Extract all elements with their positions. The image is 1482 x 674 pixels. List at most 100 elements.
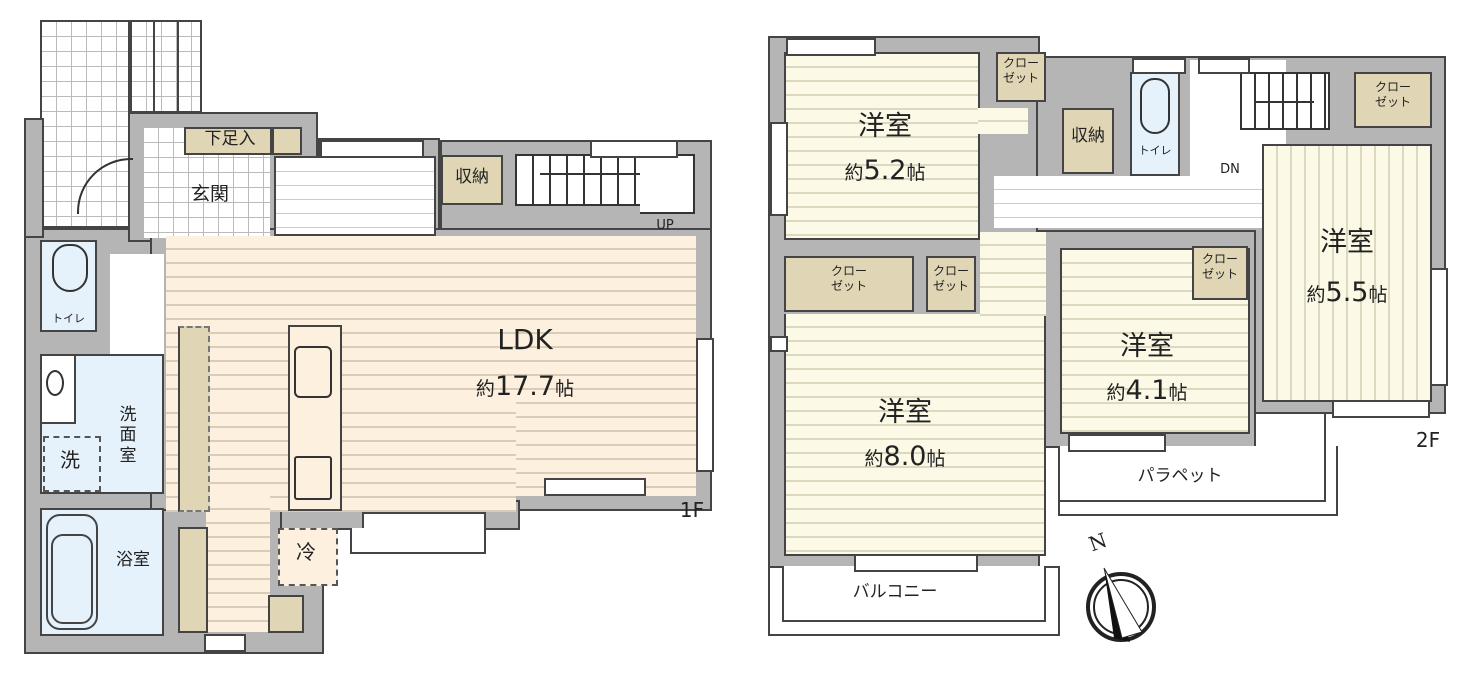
kitchen-cupboard <box>178 326 210 512</box>
bedroom-5-5-room <box>1262 144 1432 402</box>
floor-plan-2f: 洋室 約5.2帖 クローゼット DN 収納 トイレ クローゼット 洋室 約5.5… <box>740 0 1482 674</box>
compass-icon: N <box>1086 528 1176 650</box>
bedroom-4-1-label: 洋室 <box>1120 331 1174 362</box>
closet-line1: クロー <box>1374 80 1411 94</box>
fridge-space <box>278 528 338 586</box>
parapet <box>1058 446 1338 516</box>
hallway-2f <box>994 176 1274 228</box>
closet-4 <box>1192 246 1248 300</box>
bedroom-8-0 <box>784 314 1046 556</box>
storage-1f-label: 収納 <box>455 167 489 187</box>
washer-space <box>43 436 101 492</box>
storage-2f <box>1062 108 1114 174</box>
stairs-down-label: DN <box>1220 162 1240 177</box>
parapet-label: パラペット <box>1137 466 1223 486</box>
size-unit: 帖 <box>926 448 946 470</box>
parapet-inner-line <box>1058 500 1324 502</box>
floor-label-1f: 1F <box>679 498 705 522</box>
closet-line2: ゼット <box>932 279 969 293</box>
window <box>204 634 246 652</box>
basin-icon <box>46 370 64 396</box>
kitchen-pantry <box>178 527 208 633</box>
closet-5-label: クローゼット <box>1354 80 1432 110</box>
toilet-2f-label: トイレ <box>1138 144 1172 157</box>
bedroom-5-5-label: 洋室 <box>1320 227 1374 258</box>
window <box>786 38 876 56</box>
bedroom-4-1-size: 約4.1帖 <box>1087 374 1207 408</box>
bedroom-8-0-size: 約8.0帖 <box>845 440 965 474</box>
parapet-inner-line <box>1324 414 1326 502</box>
bathtub-icon <box>46 514 98 630</box>
shoe-storage-extra <box>272 127 302 155</box>
size-value: 5.2 <box>863 155 907 186</box>
hallway-1f <box>274 156 436 236</box>
closet-1-label: クローゼット <box>996 56 1046 86</box>
bedroom-5-2 <box>784 52 980 240</box>
size-value: 5.5 <box>1325 277 1369 308</box>
size-unit: 帖 <box>1168 382 1188 404</box>
fridge-label: 冷 <box>296 540 316 564</box>
closet-line2: ゼット <box>830 279 867 293</box>
closet-3 <box>926 256 976 312</box>
closet-line2: ゼット <box>1374 95 1411 109</box>
size-unit: 帖 <box>906 162 926 184</box>
closet-3-label: クローゼット <box>926 264 976 294</box>
stair-arrow-icon <box>1256 101 1314 103</box>
entrance-porch <box>40 20 130 228</box>
bedroom-5-5-size: 約5.5帖 <box>1287 276 1407 310</box>
shoe-storage-label: 下足入 <box>204 129 256 149</box>
genkan-label: 玄関 <box>190 183 229 205</box>
balcony-label: バルコニー <box>852 582 938 602</box>
bedroom-8-0-label: 洋室 <box>878 397 932 428</box>
floor-label-2f: 2F <box>1415 428 1441 452</box>
kitchen-storage-small <box>268 595 304 633</box>
toilet-icon <box>1140 78 1170 134</box>
size-prefix: 約 <box>1106 382 1126 404</box>
closet-line1: クロー <box>1002 56 1039 70</box>
toilet-1f-label: トイレ <box>52 312 85 325</box>
ldk-kitchen-aisle <box>206 496 270 632</box>
exterior-wall-1f-west <box>24 118 44 238</box>
window <box>770 336 788 352</box>
closet-line1: クロー <box>1201 252 1238 266</box>
bedroom-5-2-size: 約5.2帖 <box>825 154 945 188</box>
floor-plan-1f: 下足入 玄関 収納 UP LDK 約17.7帖 冷 トイレ 洗 洗面室 浴室 <box>0 0 740 674</box>
inner-hall <box>110 254 164 354</box>
window <box>1430 268 1448 386</box>
window <box>590 140 678 158</box>
window <box>544 478 646 496</box>
stairs-landing <box>640 154 695 214</box>
size-value: 8.0 <box>883 441 927 472</box>
balcony-inner <box>782 566 1046 622</box>
ldk-label: LDK <box>497 323 553 356</box>
window <box>696 338 714 472</box>
closet-2 <box>784 256 914 312</box>
stair-arrow-icon <box>540 173 640 175</box>
size-prefix: 約 <box>844 162 864 184</box>
step-line <box>153 20 155 113</box>
closet-line1: クロー <box>932 264 969 278</box>
closet-line2: ゼット <box>1201 267 1238 281</box>
closet-2-label: クローゼット <box>784 264 914 294</box>
storage-2f-label: 収納 <box>1071 126 1105 146</box>
closet-1 <box>996 52 1046 102</box>
stairs-up-label: UP <box>656 218 674 233</box>
window <box>1198 58 1250 74</box>
bedroom-8-0-upper <box>980 232 1046 316</box>
closet-line1: クロー <box>830 264 867 278</box>
window <box>1068 434 1166 452</box>
window <box>770 122 788 216</box>
storage-1f <box>441 155 503 205</box>
size-prefix: 約 <box>864 448 884 470</box>
north-arrow-icon <box>1086 567 1156 642</box>
step-line <box>177 20 179 113</box>
bedroom-5-2-label: 洋室 <box>858 111 912 142</box>
shoe-storage <box>184 127 272 155</box>
size-value: 17.7 <box>494 371 556 402</box>
bathtub-inner <box>51 534 93 624</box>
size-unit: 帖 <box>1368 284 1388 306</box>
closet-line2: ゼット <box>1002 71 1039 85</box>
size-unit: 帖 <box>555 378 575 400</box>
bedroom-5-2-entry <box>978 108 1028 134</box>
closet-4-label: クローゼット <box>1192 252 1248 282</box>
